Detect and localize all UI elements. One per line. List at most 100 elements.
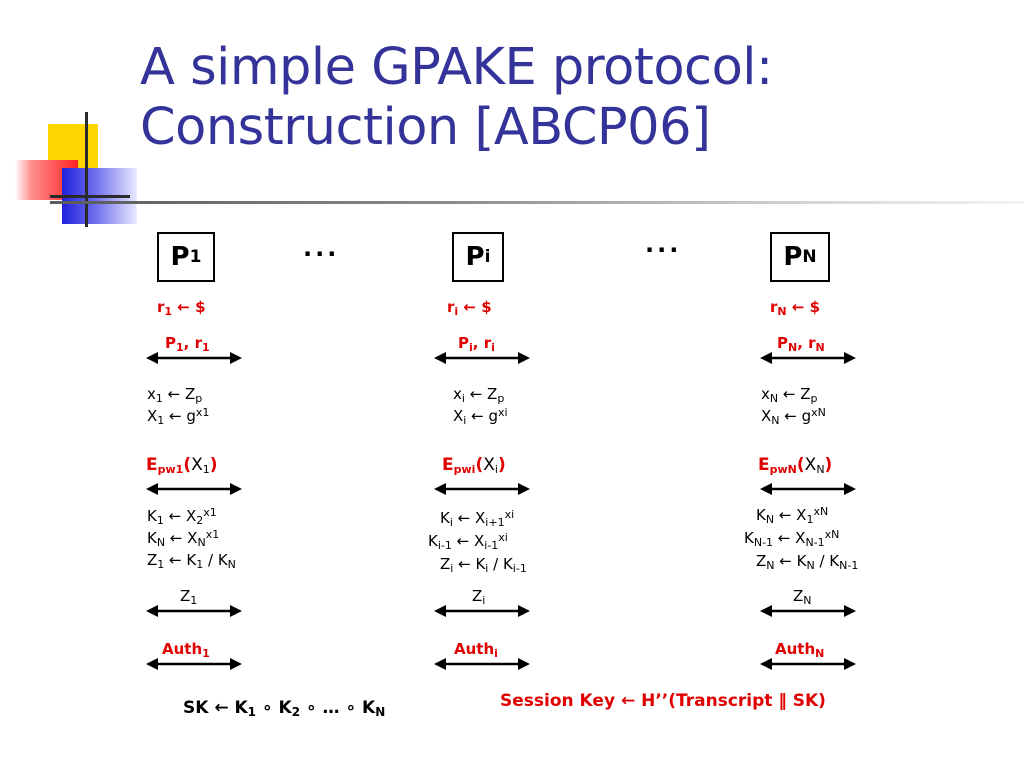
party-label: P — [170, 242, 190, 272]
k-index: i-1 — [437, 539, 452, 552]
auth-N: AuthN — [775, 640, 824, 659]
sk-op-2: ∘ … ∘ K — [300, 698, 376, 718]
z-index: N — [766, 559, 775, 572]
kN-1-assign: KN-1 ← XN-1xN — [744, 528, 839, 548]
msg-r: r — [194, 334, 202, 352]
msg-sep: , — [183, 334, 195, 352]
z-k-index: 1 — [196, 558, 204, 571]
arrow-broadcast-2 — [434, 483, 530, 495]
z1-assign: Z1 ← K1 / KN — [147, 550, 236, 570]
r-var: r — [770, 298, 778, 316]
message-p1-r1: P1, r1 — [165, 334, 210, 353]
k-exp: x1 — [203, 506, 217, 519]
auth-label: Auth — [162, 640, 203, 658]
z-index: i — [450, 562, 454, 575]
k-index: 1 — [156, 514, 164, 527]
zmsg-index: N — [803, 594, 812, 607]
k-op: ← X — [773, 529, 806, 547]
z-index: 1 — [157, 558, 165, 571]
k-op: ← X — [451, 532, 485, 550]
k-var: K — [428, 532, 438, 550]
msg-sep: , — [797, 334, 809, 352]
logo-vertical-line — [85, 112, 88, 227]
k-x-index: 1 — [806, 513, 814, 526]
random-ri: ri ← $ — [447, 298, 492, 318]
k-var: K — [744, 529, 754, 547]
enc-x: X — [804, 455, 817, 475]
enc-pw: pwN — [769, 463, 797, 476]
zmsg-var: Z — [472, 587, 483, 605]
enc-x-index: 1 — [202, 463, 210, 476]
enc-e: E — [758, 455, 770, 475]
arrow-broadcast-4 — [760, 658, 856, 670]
arrow-broadcast-4 — [434, 658, 530, 670]
r-index: 1 — [164, 305, 173, 318]
X-exp: x1 — [195, 406, 210, 419]
enc-close: ) — [209, 455, 218, 475]
random-r1: r1 ← $ — [157, 298, 206, 318]
xi-assign: xi ← Zp — [453, 384, 504, 404]
X-exp: xi — [497, 406, 508, 419]
msg-r: r — [808, 334, 816, 352]
x-index: i — [461, 392, 465, 405]
arrow-broadcast-3 — [434, 605, 530, 617]
zi-assign: Zi ← Ki / Ki-1 — [440, 554, 527, 574]
k-index: N-1 — [753, 536, 774, 549]
enc-x-index: i — [494, 463, 498, 476]
k-x-index: i+1 — [485, 516, 505, 529]
x-op: ← Z — [464, 385, 498, 403]
Xi-assign: Xi ← gxi — [453, 406, 508, 426]
k-exp: xN — [824, 528, 840, 541]
party-label: P — [783, 242, 803, 272]
x-group: p — [195, 392, 203, 405]
r-var: r — [157, 298, 165, 316]
k-op: ← X — [163, 507, 197, 525]
x-var: x — [453, 385, 462, 403]
k-x-index: N-1 — [805, 536, 825, 549]
arrow-broadcast-3 — [760, 605, 856, 617]
z-op: ← K — [774, 552, 807, 570]
kN-assign: KN ← X1xN — [756, 505, 828, 525]
x-op: ← Z — [778, 385, 811, 403]
k-index: i — [449, 516, 453, 529]
arrow-broadcast-1 — [434, 352, 530, 364]
XN-assign: XN ← gxN — [761, 406, 826, 426]
logo-horizontal-line — [50, 195, 130, 198]
enc-close: ) — [824, 455, 833, 475]
auth-index: 1 — [202, 647, 210, 660]
X-exp: xN — [811, 406, 826, 419]
random-rN: rN ← $ — [770, 298, 821, 318]
ellipsis-left: ··· — [303, 240, 340, 268]
auth-1: Auth1 — [162, 640, 210, 660]
ellipsis-right: ··· — [645, 236, 682, 264]
z-k2-index: N-1 — [839, 559, 859, 572]
arrow-broadcast-3 — [146, 605, 242, 617]
enc-open: ( — [183, 455, 192, 475]
message-zi: Zi — [472, 586, 485, 606]
r-assign: ← $ — [786, 298, 821, 316]
msg-p: P — [165, 334, 176, 352]
encryption-i: Epwi(Xi) — [442, 455, 506, 475]
k-exp: xi — [498, 531, 508, 544]
auth-i: Authi — [454, 640, 498, 659]
enc-x: X — [483, 455, 495, 475]
x-group: p — [810, 392, 818, 405]
sk-op-1: ∘ K — [256, 698, 292, 718]
enc-e: E — [442, 455, 454, 475]
k-exp: xi — [504, 508, 515, 521]
r-index: i — [454, 305, 459, 318]
k-exp: x1 — [205, 528, 220, 541]
z-var: Z — [440, 555, 451, 573]
title-underline — [50, 201, 1024, 204]
arrow-broadcast-1 — [146, 352, 242, 364]
k-var: K — [147, 529, 157, 547]
kN-assign: KN ← XNx1 — [147, 528, 219, 548]
k-op: ← X — [452, 509, 486, 527]
zmsg-index: i — [482, 594, 486, 607]
k-op: ← X — [165, 529, 198, 547]
x-var: x — [761, 385, 770, 403]
xN-assign: xN ← Zp — [761, 384, 818, 404]
z-var: Z — [756, 552, 767, 570]
r-index: N — [777, 305, 787, 318]
